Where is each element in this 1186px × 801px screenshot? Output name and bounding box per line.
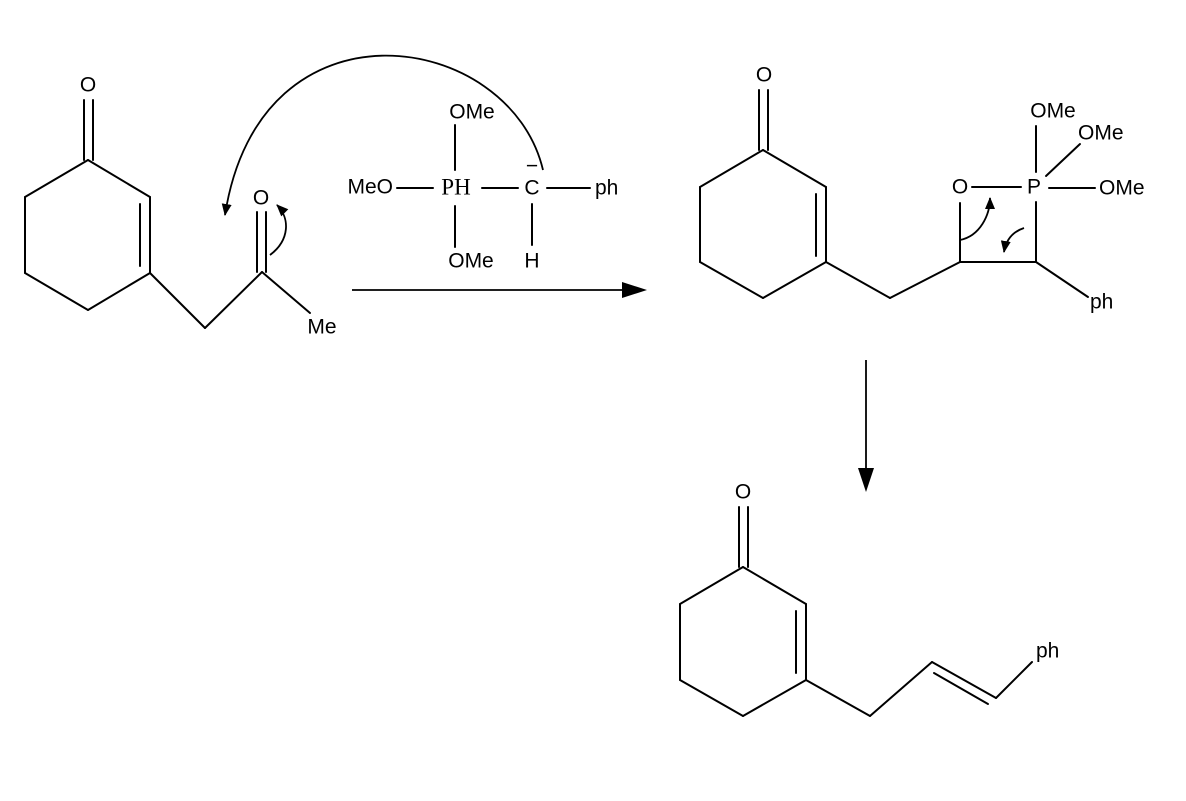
intermediate-carbonyl-bond bbox=[758, 89, 769, 151]
reactant-cyclohexenone-ring bbox=[24, 159, 151, 311]
intermediate-c-c-bond bbox=[889, 261, 961, 299]
oxaphosphetane-oxygen: O bbox=[952, 176, 968, 199]
reactant-molecule: O O Me bbox=[24, 74, 337, 339]
product-ch-ph-bond bbox=[995, 661, 1033, 699]
product-alkene-double-bond bbox=[931, 661, 997, 705]
oxaphosphetane-arrow-pc bbox=[1000, 227, 1025, 253]
reactant-carbonyl-bond bbox=[83, 99, 94, 161]
reactant-ketone-double-bond bbox=[256, 211, 267, 273]
reactant-ring-oxygen: O bbox=[80, 74, 96, 97]
intermediate-cyclohexenone-ring bbox=[699, 149, 827, 299]
intermediate-methoxy-3: OMe bbox=[1099, 177, 1145, 200]
intermediate-methoxy-1: OMe bbox=[1030, 100, 1076, 123]
reagent-bottom-methoxy: OMe bbox=[448, 250, 494, 273]
intermediate-phenyl: ph bbox=[1090, 291, 1113, 314]
reagent-carbanion: C bbox=[524, 177, 539, 200]
reactant-ketone-oxygen: O bbox=[253, 187, 269, 210]
reactant-ketone-bond bbox=[204, 271, 263, 329]
forward-reaction-arrow bbox=[352, 282, 647, 298]
product-cyclohexenone-ring bbox=[679, 566, 807, 717]
intermediate-c-ph-bond bbox=[1035, 261, 1089, 298]
intermediate-p-ome2-bond bbox=[1045, 143, 1081, 177]
reagent-left-methoxy: MeO bbox=[347, 176, 393, 199]
reactant-ch2-bond bbox=[149, 272, 206, 329]
nucleophilic-attack-arrow bbox=[221, 54, 544, 216]
reagent-negative-charge: − bbox=[526, 155, 538, 178]
reagent-hydrogen: H bbox=[524, 250, 539, 273]
reagent-top-methoxy: OMe bbox=[449, 101, 495, 124]
intermediate-methoxy-2: OMe bbox=[1078, 122, 1124, 145]
product-molecule: O ph bbox=[679, 481, 1059, 717]
intermediate-ring-oxygen: O bbox=[756, 64, 772, 87]
reagent-phosphorus: PH bbox=[441, 174, 470, 199]
intermediate-ch2-bond bbox=[825, 261, 891, 299]
downward-reaction-arrow bbox=[858, 360, 874, 492]
product-ring-oxygen: O bbox=[735, 481, 751, 504]
product-ch2-bond bbox=[805, 679, 871, 717]
product-ch2-ch-bond bbox=[869, 661, 933, 717]
reactant-methyl-label: Me bbox=[307, 316, 336, 339]
carbonyl-electron-arrow bbox=[269, 204, 289, 256]
product-phenyl: ph bbox=[1036, 640, 1059, 663]
reagent-phenyl: ph bbox=[595, 177, 618, 200]
intermediate-molecule: O O P OMe OMe OMe ph bbox=[699, 64, 1145, 314]
reagent-molecule: OMe MeO PH C − ph OMe H bbox=[347, 101, 618, 273]
oxaphosphetane-arrow-co bbox=[959, 197, 995, 241]
oxaphosphetane-ring bbox=[959, 186, 1037, 263]
product-carbonyl-bond bbox=[738, 506, 749, 568]
intermediate-phosphorus: P bbox=[1027, 176, 1041, 199]
reactant-methyl-bond bbox=[261, 271, 311, 314]
